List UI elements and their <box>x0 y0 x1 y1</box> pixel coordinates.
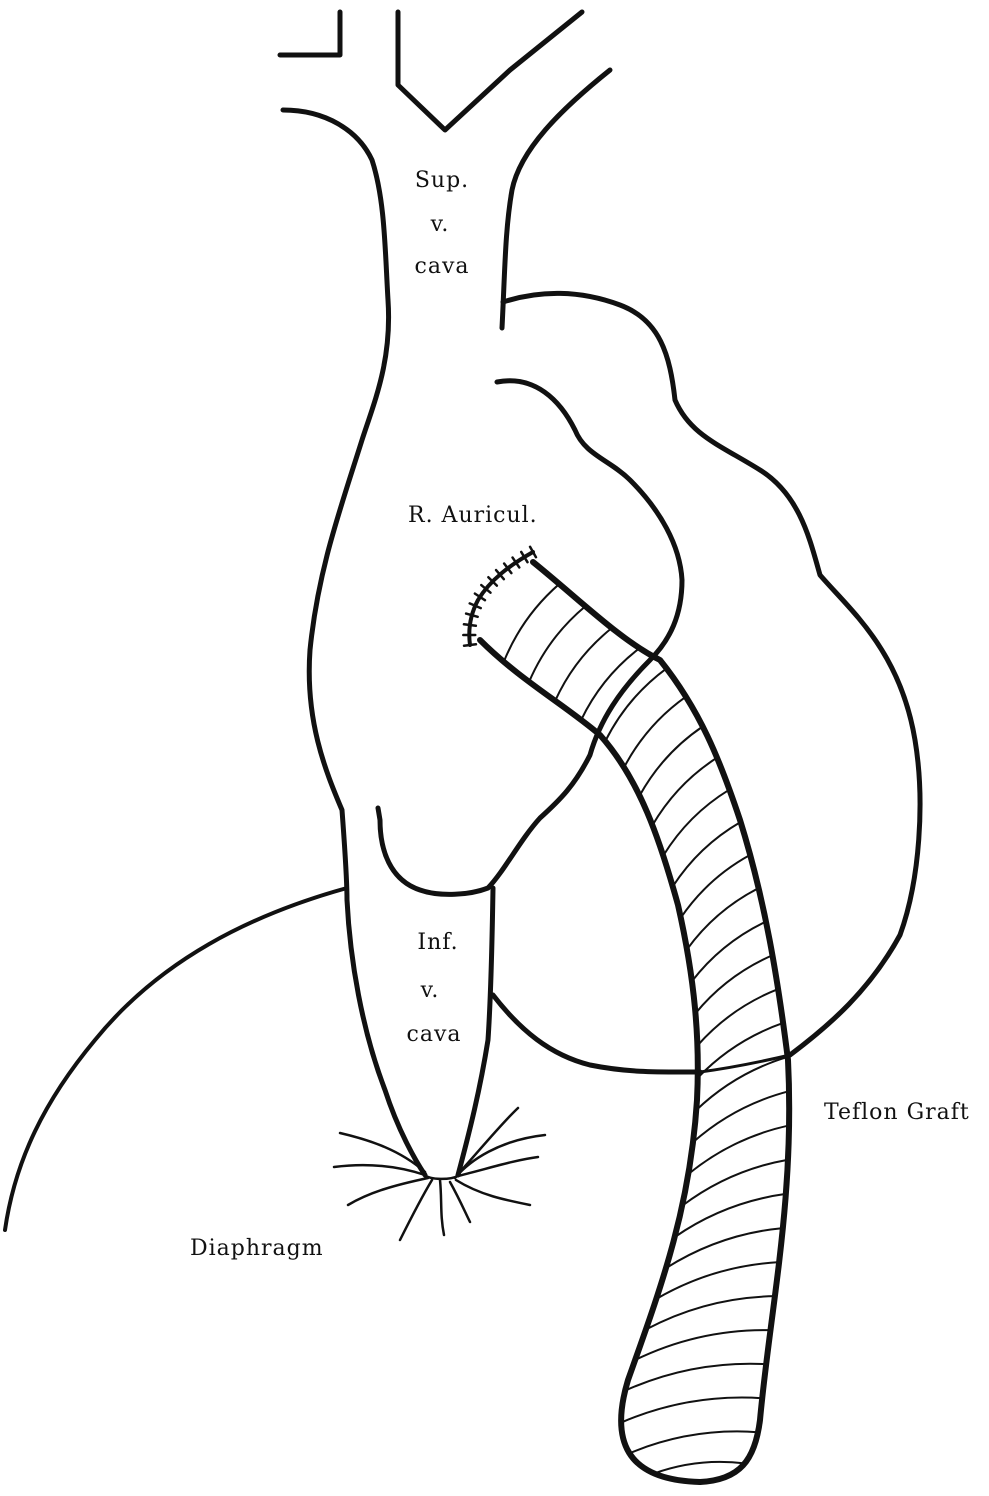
suture-stitch <box>466 614 478 617</box>
right-auricle-contour <box>378 381 682 895</box>
left-brachiocephalic-vessel <box>280 12 340 55</box>
aorta-outer-contour <box>503 293 920 1055</box>
graft-ring <box>656 1262 779 1299</box>
graft-ring <box>646 1296 775 1329</box>
teflon-graft-outer-wall <box>533 562 789 1482</box>
label-r-auricul: R. Auricul. <box>408 503 538 528</box>
label-teflon-graft: Teflon Graft <box>824 1100 970 1125</box>
graft-ring <box>673 822 741 887</box>
graft-ring <box>624 697 686 768</box>
graft-ring <box>625 1364 766 1391</box>
graft-ring <box>621 1398 762 1423</box>
graft-ring <box>681 855 750 918</box>
teflon-graft-rings <box>504 584 789 1473</box>
graft-ring <box>663 790 729 856</box>
svc-left-wall <box>283 110 425 1175</box>
teflon-graft-inner-wall <box>480 640 700 1482</box>
suture-stitch <box>464 624 476 626</box>
suture-stitch <box>464 644 476 646</box>
ivc-right-wall <box>458 888 493 1175</box>
svc-right-wall <box>502 70 610 328</box>
label-inf-v-cava-line2: v. <box>421 978 440 1003</box>
graft-ring <box>555 628 612 701</box>
jugular-vessel-right-wall <box>398 12 582 130</box>
graft-ring <box>504 584 560 662</box>
ivc-suture-lines <box>334 1108 545 1240</box>
label-sup-v-cava-line3: cava <box>415 254 470 279</box>
graft-ring <box>666 1228 783 1268</box>
graft-anastomosis-line <box>469 552 533 645</box>
graft-ring <box>635 1330 770 1360</box>
label-sup-v-cava-line2: v. <box>431 212 450 237</box>
graft-ring <box>652 758 717 826</box>
graft-anastomosis-stitches <box>463 547 536 646</box>
graft-ring <box>629 1431 758 1453</box>
label-diaphragm: Diaphragm <box>190 1236 324 1261</box>
label-inf-v-cava-line3: cava <box>407 1022 462 1047</box>
graft-ring <box>529 606 585 682</box>
diaphragm-outline <box>5 888 347 1230</box>
graft-ring <box>640 727 703 796</box>
ventricle-lower-contour <box>493 995 700 1072</box>
label-inf-v-cava-line1: Inf. <box>417 930 458 955</box>
label-sup-v-cava-line1: Sup. <box>415 168 469 193</box>
